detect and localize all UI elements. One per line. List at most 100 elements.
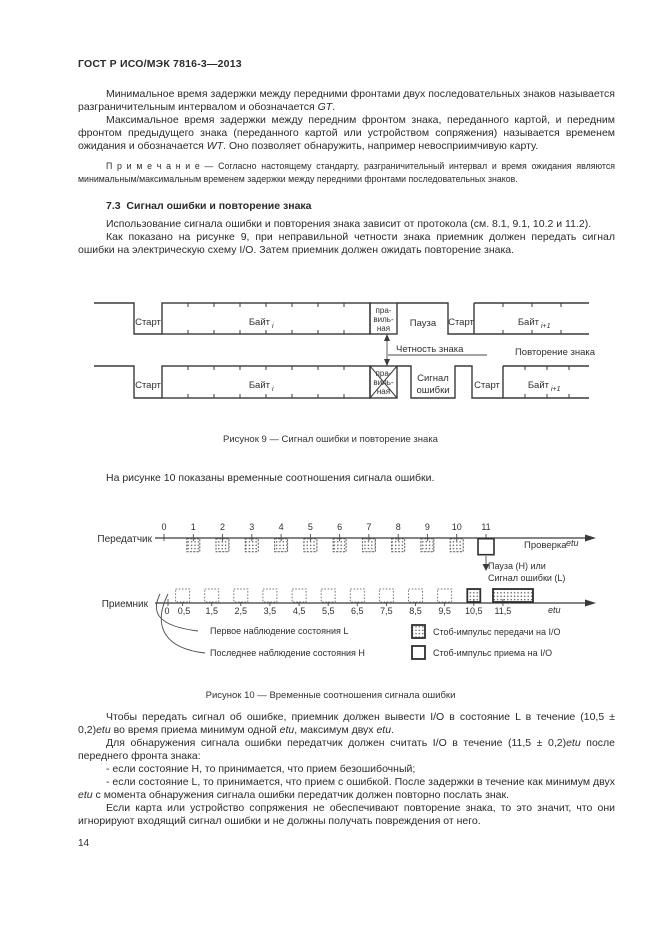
p5-text: . [391,724,394,736]
p1-text: Минимальное время задержки между передни… [78,88,615,113]
pause-or-label-line1: Пауза (H) или [488,561,546,571]
start-label-2: Старт [448,317,474,328]
byte-i-subscript: i [272,323,274,330]
check-label: Проверка [524,540,567,551]
p1-end: . [332,101,336,113]
start-label: Старт [135,317,161,328]
transmitter-strobe-pulses [186,538,464,553]
parity-label-line3: ная [377,387,390,396]
start-label-2: Старт [474,380,500,391]
etu-unit-label: etu [548,605,561,615]
b2-text: с момента обнаружения сигнала ошибки пер… [92,789,510,801]
parity-label-line1: пра- [376,369,392,378]
note-text: П р и м е ч а н и е — Согласно настоящем… [78,161,615,184]
paragraph-gt: Минимальное время задержки между передни… [78,88,615,153]
etu-term: etu [376,724,392,736]
receiver-label: Приемник [102,599,149,610]
p1-gt-symbol: GT [317,101,333,113]
page-number: 14 [78,838,90,849]
tick-label: 10,5 [465,606,483,616]
tick-label: 0 [164,606,169,616]
transmitter-tick-labels: 0 1 2 3 4 5 6 7 8 9 10 11 [161,522,490,532]
figure-10-caption: Рисунок 10 — Временные соотношения сигна… [205,690,456,701]
first-observation-label: Первое наблюдение состояния L [210,626,348,636]
transmitter-tick-marks [163,534,487,541]
arrow-up-icon [384,334,390,341]
tick-label: 11 [481,522,490,532]
tick-label: 0 [161,522,166,532]
transmitter-label: Передатчик [97,534,152,545]
parity-cross-out [369,365,398,399]
pause-or-label-line2: Сигнал ошибки (L) [488,573,565,583]
receiver-strobe-pulses [175,588,534,603]
receiver-axis: Приемник 0 0,5 [102,588,596,658]
legend-rx-strobe-icon [411,645,426,660]
figure9-annotations: Четность знака Повторение знака [384,334,596,366]
parity-annotation: Четность знака [396,344,464,355]
transmitter-axis: Передатчик 0 1 2 3 4 5 6 7 8 9 10 11 [97,522,596,583]
waveform-correct-parity: Старт Байт i пра- виль- ная Пауза Старт … [94,302,589,335]
arrow-down-icon [384,359,390,366]
figure-9-caption: Рисунок 9 — Сигнал ошибки и повторение з… [223,434,438,445]
tick-label: 7 [366,522,371,532]
p2-wt-symbol: WT [206,140,224,152]
tick-label: 1,5 [205,606,218,616]
etu-term: etu [279,724,295,736]
tick-label: 8,5 [409,606,422,616]
repeat-annotation: Повторение знака [515,347,596,358]
byte-i-label: Байт [249,380,271,391]
section-heading-7-3: 7.3 Сигнал ошибки и повторение знака [106,200,312,212]
legend-rx-label: Стоб-импульс приема на I/O [433,648,552,658]
tick-label: 8 [396,522,401,532]
tx-strobe-at-11-5 [492,588,534,603]
tick-label: 3 [249,522,254,532]
parity-label-line2: виль- [373,315,394,324]
tick-label: 4,5 [293,606,306,616]
tick-label: 10 [452,522,462,532]
paragraph-text: Чтобы передать сигнал об ошибке, приемни… [78,711,615,737]
legend-tx-label: Стоб-импульс передачи на I/O [433,627,560,637]
paragraph-text: Для обнаружения сигнала ошибки передатчи… [78,737,615,763]
etu-term: etu [566,737,581,749]
receiver-tick-labels: 0 0,5 1,5 2,5 3,5 4,5 5,5 6,5 7,5 8,5 9,… [164,606,511,616]
tick-label: 5 [308,522,313,532]
paragraph-text: Если карта или устройство сопряжения не … [78,802,615,827]
parity-label-line1: пра- [376,306,392,315]
check-pulse-box [477,537,495,556]
list-item: - если состояние H, то принимается, что … [106,763,416,775]
tick-label: 0,5 [178,606,191,616]
tick-label: 2 [220,522,225,532]
tick-label: 4 [279,522,284,532]
byte-tick-marks [187,366,345,398]
tick-label: 9,5 [438,606,451,616]
last-observation-label: Последнее наблюдение состояния H [210,648,365,658]
paragraph-fig10-intro: На рисунке 10 показаны временные соотнош… [78,472,615,485]
pause-label: Пауза [410,318,437,329]
p5-text: во время приема минимум одной [110,724,280,736]
arrow-down-icon [482,564,490,571]
tick-label: 11,5 [494,606,511,616]
note-block: П р и м е ч а н и е — Согласно настоящем… [78,160,615,185]
parity-label-line2: виль- [373,378,394,387]
byte-i1-label: Байт [518,317,540,328]
figure-9-error-signal-diagram: Старт Байт i пра- виль- ная Пауза Старт … [94,302,596,399]
paragraph-text: На рисунке 10 показаны временные соотнош… [106,472,435,484]
etu-term: etu [78,789,93,801]
etu-unit-label: etu [566,538,579,548]
tick-label: 6 [337,522,342,532]
tick-label: 6,5 [351,606,364,616]
legend-tx-strobe-icon [411,624,426,639]
error-signal-label-line1: Сигнал [417,373,449,384]
parity-label-line3: ная [377,324,390,333]
paragraph-text: Как показано на рисунке 9, при неправиль… [78,231,615,256]
tick-label: 7,5 [380,606,393,616]
leader-line-last-h [160,593,206,654]
p5-text: , максимум двух [294,724,377,736]
byte-i-label: Байт [249,317,271,328]
page-header: ГОСТ Р ИСО/МЭК 7816-3—2013 [78,58,242,70]
byte-i1-subscript: i+1 [551,386,561,393]
p5-text: Чтобы передать сигнал об ошибке, приемни… [78,711,615,736]
axis-arrow-icon [585,599,596,607]
tick-label: 9 [425,522,430,532]
